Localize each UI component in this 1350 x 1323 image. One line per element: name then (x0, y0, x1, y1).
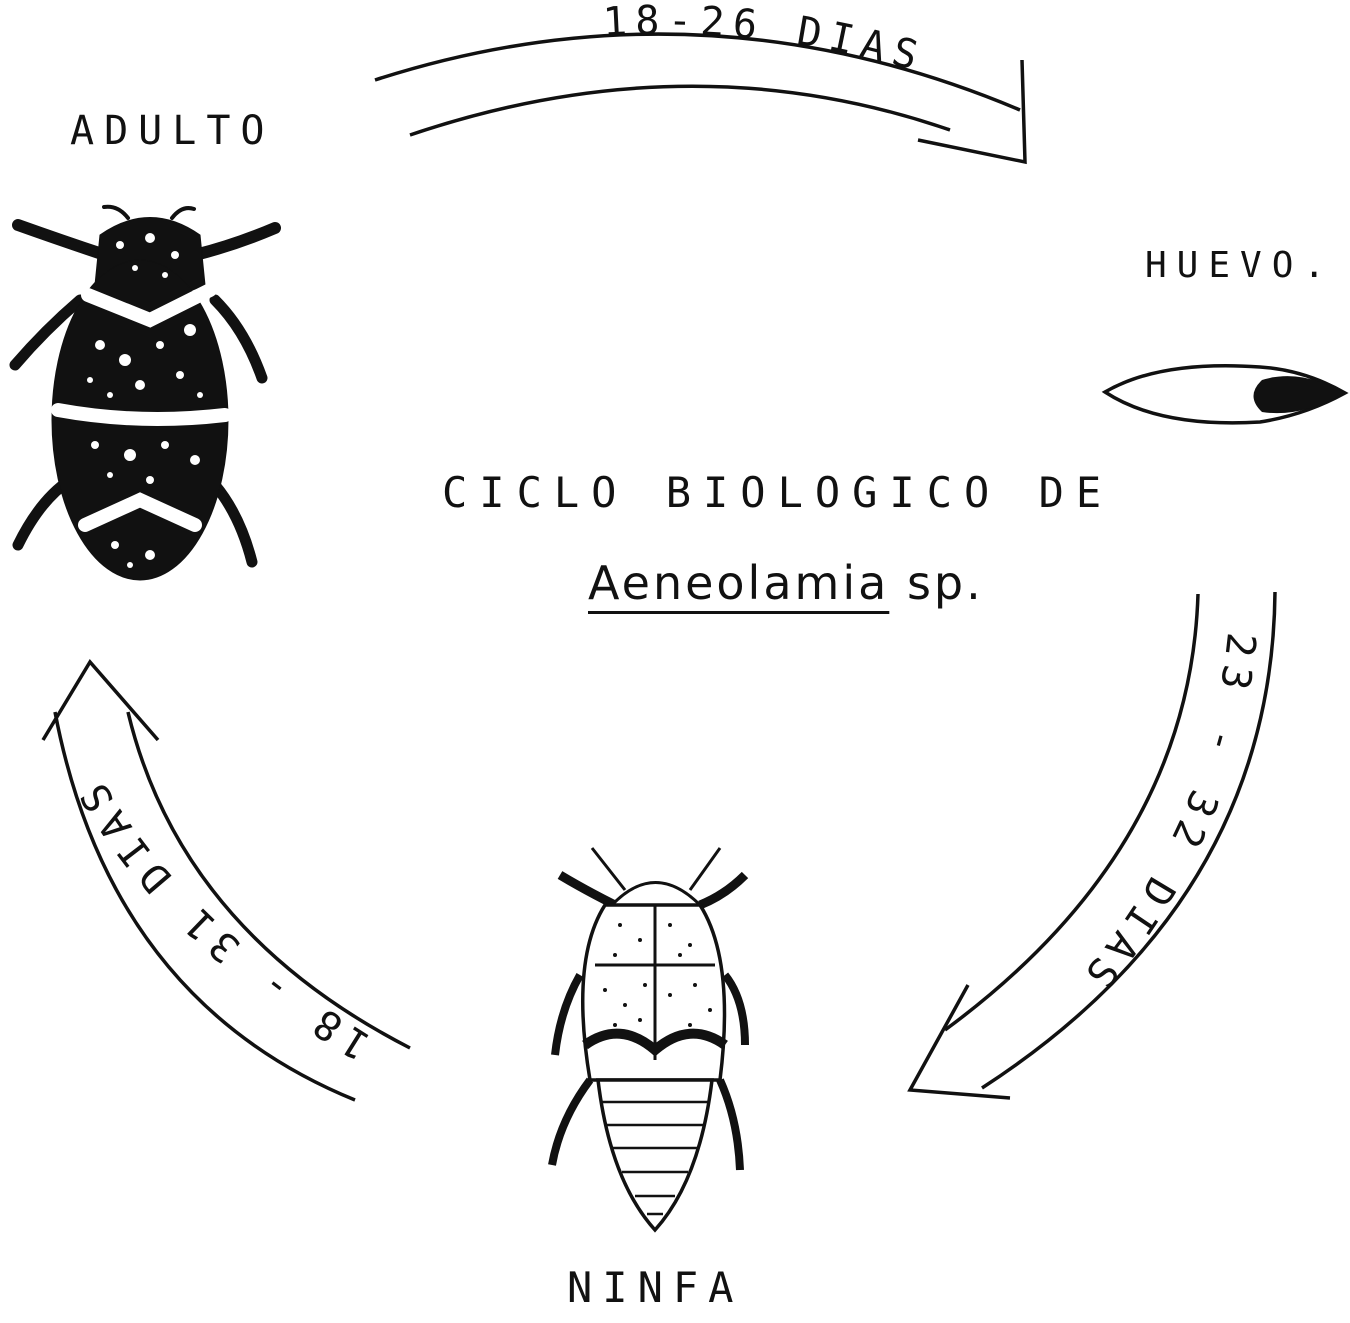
adult-insect-illustration (15, 207, 275, 580)
label-adult-to-egg: 18-26 DIAS (602, 0, 931, 82)
label-egg-to-nymph: 23 - 32 DIAS (1071, 630, 1264, 1002)
arrow-adult-to-egg (375, 34, 1025, 162)
nymph-insect-illustration (552, 848, 745, 1230)
egg-illustration (1105, 366, 1345, 423)
